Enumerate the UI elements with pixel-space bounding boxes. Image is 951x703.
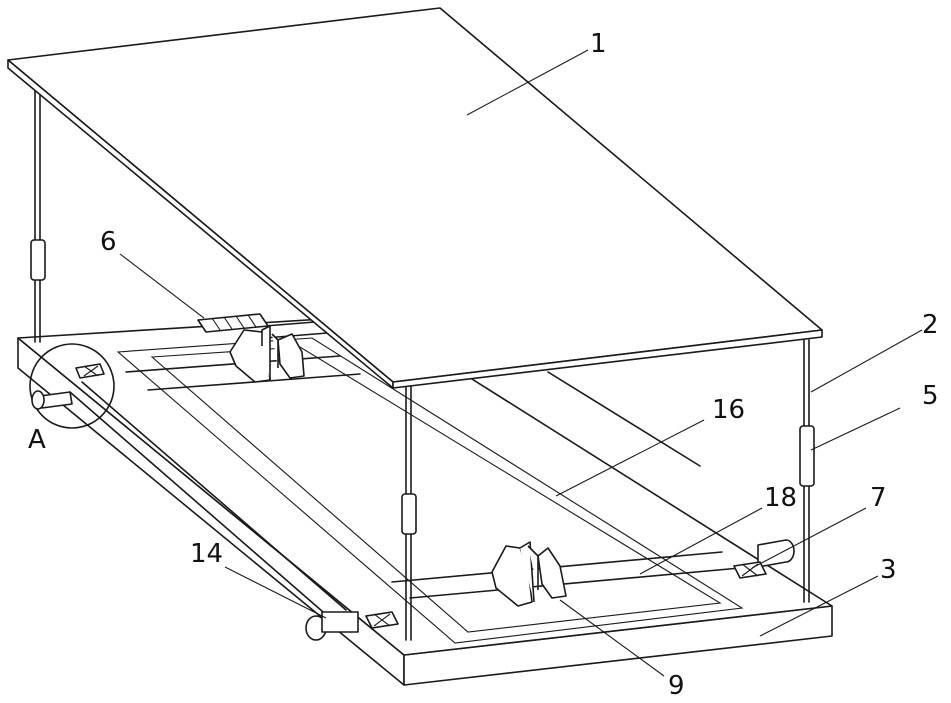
label-groove: 16	[712, 395, 745, 425]
label-sleeve: 5	[922, 381, 939, 411]
label-detail: A	[28, 425, 46, 455]
label-clamp: 9	[668, 671, 685, 701]
label-base: 3	[880, 555, 897, 585]
label-clip: 7	[870, 483, 887, 513]
label-top-plate: 1	[590, 29, 607, 59]
rod-right	[800, 340, 814, 602]
label-support-rod: 2	[922, 310, 939, 340]
pipe-right	[758, 540, 794, 567]
label-display: 6	[100, 227, 117, 257]
label-rail: 18	[764, 483, 797, 513]
label-pipe: 14	[190, 539, 223, 569]
rod-left-back	[31, 86, 45, 342]
